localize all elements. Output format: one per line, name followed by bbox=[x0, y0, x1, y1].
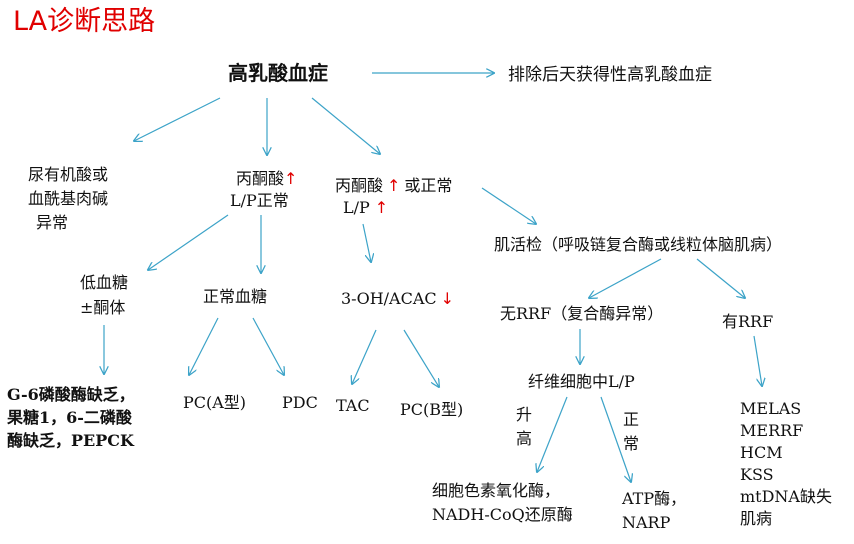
pyruvate-label: 丙酮酸 bbox=[236, 169, 285, 188]
cytochrome-line2: NADH-CoQ还原酶 bbox=[432, 505, 573, 524]
pyruvate-label-2: 丙酮酸 bbox=[335, 176, 384, 195]
rrf-list-item: mtDNA缺失 bbox=[740, 487, 832, 506]
node-pc-a: PC(A型) bbox=[183, 393, 247, 412]
g6-line1: G-6磷酸酶缺乏， bbox=[7, 385, 135, 404]
arrow-fibroblast-to-cytochrome bbox=[537, 396, 568, 472]
node-pc-b: PC(B型) bbox=[400, 400, 464, 419]
node-oh-acac: 3-OH/ACAC↓ bbox=[341, 288, 454, 310]
or-normal-label: 或正常 bbox=[404, 176, 453, 195]
arrow-pyruvate-to-low-sugar bbox=[148, 214, 229, 270]
root-node-hyperlactatemia: 高乳酸血症 bbox=[228, 61, 328, 85]
node-fibroblast-lp: 纤维细胞中L/P bbox=[528, 372, 635, 391]
node-pdc: PDC bbox=[282, 393, 318, 412]
arrow-normal-sugar-to-pca bbox=[189, 317, 219, 375]
node-low-sugar: 低血糖 ±酮体 bbox=[80, 272, 128, 319]
edge-label-rise: 升 高 bbox=[516, 404, 532, 450]
lp-label: L/P bbox=[343, 198, 370, 217]
exclude-node: 排除后天获得性高乳酸血症 bbox=[508, 65, 712, 85]
pyruvate-up-arrow-icon-2: ↑ bbox=[387, 176, 401, 195]
diagram-title: LA诊断思路 bbox=[13, 6, 156, 37]
rrf-list-item: KSS bbox=[740, 465, 774, 484]
atp-line1: ATP酶， bbox=[622, 489, 687, 508]
node-pyruvate-high-lp: 丙酮酸↑或正常 L/P↑ bbox=[335, 175, 452, 219]
rise-char-1: 升 bbox=[516, 405, 533, 424]
node-atp: ATP酶， NARP bbox=[622, 488, 686, 534]
arrow-oh-acac-to-pcb bbox=[403, 329, 439, 387]
normal-char-2: 常 bbox=[623, 434, 640, 453]
cytochrome-line1: 细胞色素氧化酶， bbox=[432, 481, 561, 500]
low-sugar-line2: ±酮体 bbox=[80, 298, 126, 317]
rrf-disease-list: MELAS MERRF HCM KSS mtDNA缺失肌病 bbox=[740, 398, 832, 530]
edge-label-normal: 正 常 bbox=[623, 409, 639, 455]
arrow-has-rrf-to-list bbox=[753, 335, 762, 386]
node-organic-acid-line3: 异常 bbox=[36, 213, 69, 232]
node-organic-acid-line2: 血酰基肉碱 bbox=[28, 189, 109, 208]
rrf-list-item: MELAS bbox=[740, 399, 802, 418]
lp-up-arrow-icon: ↑ bbox=[374, 198, 389, 217]
low-sugar-line1: 低血糖 bbox=[80, 273, 129, 292]
oh-acac-down-arrow-icon: ↓ bbox=[440, 289, 455, 308]
arrow-biopsy-to-no-rrf bbox=[589, 258, 662, 298]
node-tac: TAC bbox=[336, 396, 370, 415]
rrf-list-item: 肌病 bbox=[740, 509, 773, 528]
arrow-lp-to-oh-acac bbox=[362, 223, 371, 262]
node-cytochrome: 细胞色素氧化酶， NADH-CoQ还原酶 bbox=[432, 480, 573, 526]
rise-char-2: 高 bbox=[516, 429, 533, 448]
node-organic-acid-line1: 尿有机酸或 bbox=[28, 165, 109, 184]
node-organic-acid: 尿有机酸或 血酰基肉碱 异常 bbox=[28, 164, 108, 234]
atp-line2: NARP bbox=[622, 513, 671, 532]
pyruvate-up-arrow-icon: ↑ bbox=[284, 169, 298, 188]
normal-char-1: 正 bbox=[623, 410, 640, 429]
arrow-root-to-organic-acid bbox=[134, 97, 221, 141]
oh-acac-label: 3-OH/ACAC bbox=[341, 289, 437, 308]
rrf-list-item: HCM bbox=[740, 443, 783, 462]
arrow-to-muscle-biopsy bbox=[481, 187, 536, 224]
rrf-list-item: MERRF bbox=[740, 421, 804, 440]
arrow-biopsy-to-has-rrf bbox=[696, 258, 745, 298]
arrow-oh-acac-to-tac bbox=[352, 329, 377, 384]
node-normal-sugar: 正常血糖 bbox=[203, 287, 268, 306]
node-pyruvate-normal-lp: 丙酮酸↑ L/P正常 bbox=[230, 168, 298, 212]
lp-normal-label: L/P正常 bbox=[230, 191, 289, 210]
arrow-fibroblast-to-atp bbox=[600, 396, 631, 482]
g6-line2: 果糖1，6-二磷酸 bbox=[7, 408, 132, 427]
node-g6: G-6磷酸酶缺乏， 果糖1，6-二磷酸 酶缺乏，PEPCK bbox=[7, 384, 135, 452]
arrow-normal-sugar-to-pdc bbox=[252, 317, 284, 375]
g6-line3: 酶缺乏，PEPCK bbox=[7, 431, 134, 450]
arrow-root-to-pyruvate-high-lp bbox=[311, 97, 380, 154]
node-has-rrf: 有RRF bbox=[722, 312, 774, 331]
node-muscle-biopsy: 肌活检（呼吸链复合酶或线粒体脑肌病） bbox=[494, 235, 783, 254]
node-no-rrf: 无RRF（复合酶异常） bbox=[500, 304, 664, 323]
